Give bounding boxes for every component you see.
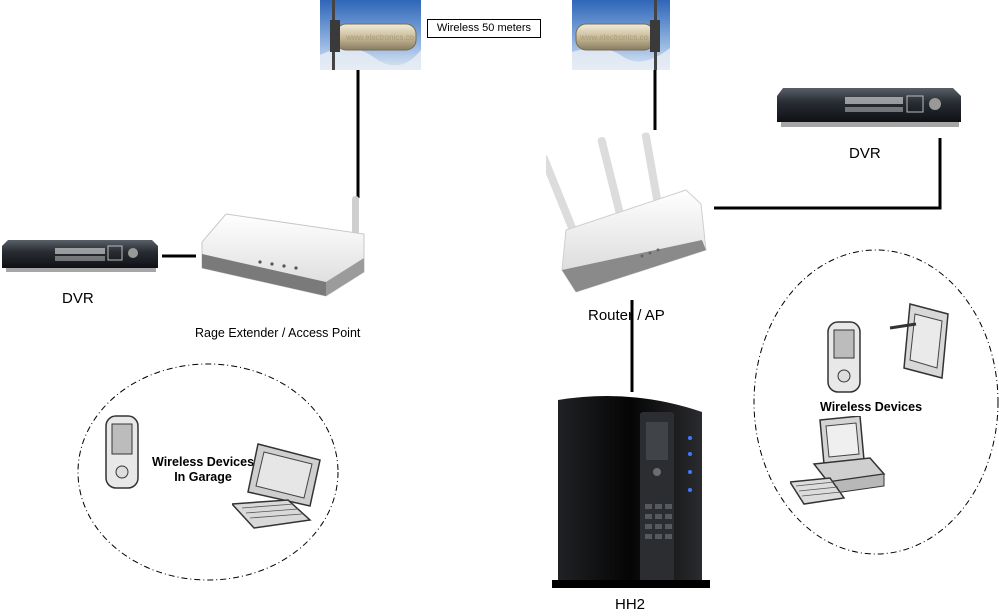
svg-text:www.electronics.co: www.electronics.co bbox=[345, 33, 415, 42]
dvr-right-device bbox=[777, 88, 961, 127]
wireless-link-label: Wireless 50 meters bbox=[427, 19, 541, 38]
tablet-icon bbox=[889, 303, 949, 379]
desktop-computer-icon bbox=[790, 416, 886, 505]
router-device bbox=[546, 132, 707, 293]
antenna-right: www.electronics.co bbox=[572, 0, 670, 70]
laptop-icon bbox=[232, 443, 321, 529]
svg-text:www.electronics.co: www.electronics.co bbox=[579, 33, 649, 42]
wire-router-to-dvr-right bbox=[714, 138, 942, 210]
right-zone-title: Wireless Devices bbox=[820, 400, 923, 414]
garage-zone-title-line1: Wireless Devices bbox=[152, 455, 255, 469]
garage-zone-title-line2: In Garage bbox=[174, 470, 232, 484]
right-zone bbox=[753, 249, 999, 555]
extender-label: Rage Extender / Access Point bbox=[195, 326, 361, 340]
dvr-right-label: DVR bbox=[849, 145, 881, 162]
garage-zone-title: Wireless Devices In Garage bbox=[152, 455, 254, 485]
range-extender-device bbox=[201, 196, 365, 297]
hh2-device bbox=[552, 396, 710, 588]
router-label: Router / AP bbox=[588, 307, 665, 324]
dvr-left-device bbox=[2, 240, 158, 272]
pda-icon bbox=[105, 415, 139, 489]
garage-zone bbox=[77, 363, 339, 581]
dvr-left-label: DVR bbox=[62, 290, 94, 307]
hh2-label: HH2 bbox=[615, 596, 646, 613]
pda-icon-right bbox=[827, 321, 861, 393]
antenna-left: www.electronics.co bbox=[320, 0, 421, 70]
